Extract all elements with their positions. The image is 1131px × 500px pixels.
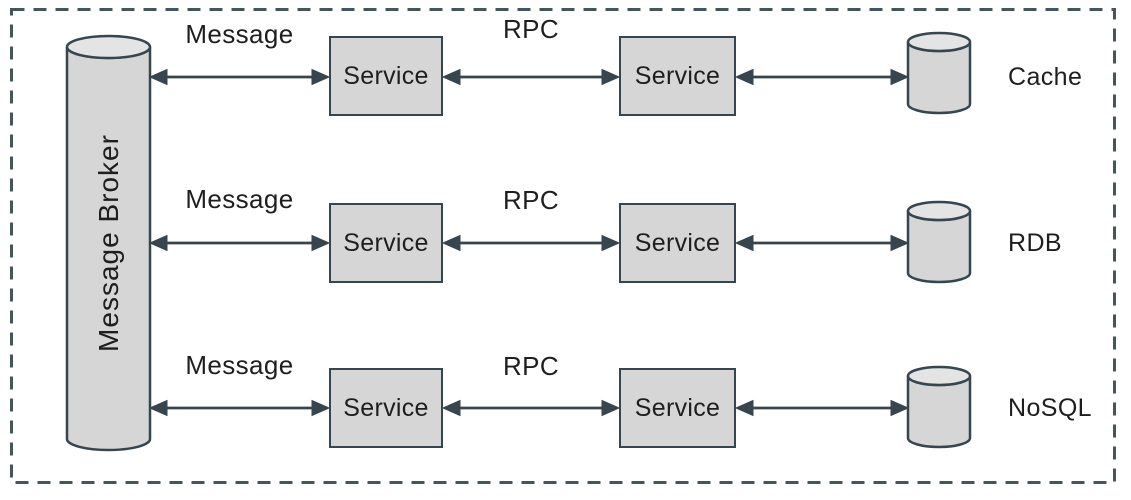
cache-db-cylinder: [906, 31, 972, 115]
service-box-right-row3: Service: [619, 368, 736, 448]
service-box-left-row3: Service: [329, 368, 443, 448]
service-box-label: Service: [634, 61, 721, 90]
rpc-link-label-row2: RPC: [502, 185, 560, 215]
rpc-link-label-row1: RPC: [502, 14, 560, 44]
arrow-service-to-rdb: [734, 234, 910, 252]
rdb-label: RDB: [1008, 229, 1062, 257]
service-box-left-row2: Service: [329, 203, 443, 283]
cache-label: Cache: [1008, 63, 1083, 91]
arrow-broker-to-service-row2: [148, 234, 331, 252]
message-link-label-row3: Message: [185, 350, 294, 380]
service-box-label: Service: [634, 393, 721, 422]
message-broker-label: Message Broker: [67, 47, 150, 439]
service-box-right-row1: Service: [619, 36, 736, 116]
arrow-broker-to-service-row3: [148, 399, 331, 417]
message-link-label-row2: Message: [185, 184, 294, 214]
arrow-service-to-cache: [734, 68, 910, 86]
rpc-link-label-row3: RPC: [502, 351, 560, 381]
service-box-label: Service: [634, 228, 721, 257]
service-box-right-row2: Service: [619, 203, 736, 283]
nosql-label: NoSQL: [1008, 394, 1092, 422]
rdb-db-cylinder: [906, 200, 972, 284]
arrow-service-to-nosql: [734, 399, 910, 417]
dashed-boundary-frame: [10, 8, 1116, 484]
arrow-rpc-row3: [441, 399, 621, 417]
service-box-label: Service: [343, 393, 429, 422]
service-box-label: Service: [343, 228, 429, 257]
arrow-rpc-row1: [441, 68, 621, 86]
arrow-rpc-row2: [441, 234, 621, 252]
message-broker-label-text: Message Broker: [92, 134, 124, 352]
message-broker-cylinder: [65, 34, 152, 452]
message-link-label-row1: Message: [185, 19, 294, 49]
service-box-label: Service: [343, 61, 429, 90]
nosql-db-cylinder: [906, 365, 972, 449]
arrow-broker-to-service-row1: [148, 68, 331, 86]
service-box-left-row1: Service: [329, 36, 443, 116]
